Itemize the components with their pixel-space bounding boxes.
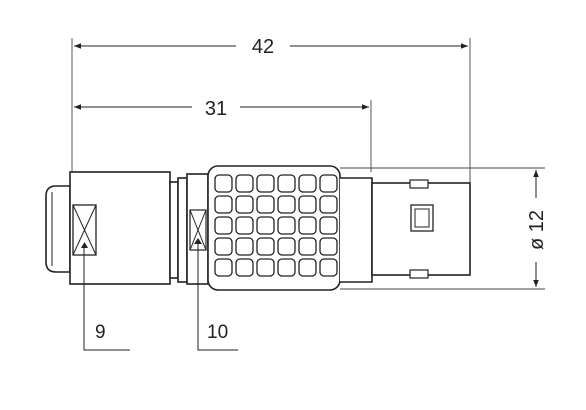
dimension-diameter: ø 12 — [526, 170, 548, 287]
callout-10-label: 10 — [207, 322, 228, 343]
dimension-body-length: 31 — [74, 98, 369, 120]
callout-leader-9 — [83, 248, 130, 351]
extension-lines — [71, 38, 545, 290]
dimension-overall-length: 42 — [74, 36, 468, 58]
neck-ring — [169, 181, 179, 279]
neck-ring-2 — [177, 177, 188, 283]
callout-leader-10 — [197, 244, 238, 351]
front-nose — [340, 177, 373, 283]
rear-end-cap — [45, 185, 71, 273]
body-length-label: 31 — [205, 98, 227, 120]
callout-leaders — [83, 244, 238, 351]
callout-9-label: 9 — [95, 322, 106, 343]
top-key — [409, 179, 429, 189]
diameter-label: ø 12 — [526, 210, 548, 250]
knurl-pattern — [214, 174, 338, 277]
overall-length-label: 42 — [252, 36, 274, 58]
insert-window-inner — [414, 208, 430, 228]
bottom-key — [409, 269, 429, 279]
